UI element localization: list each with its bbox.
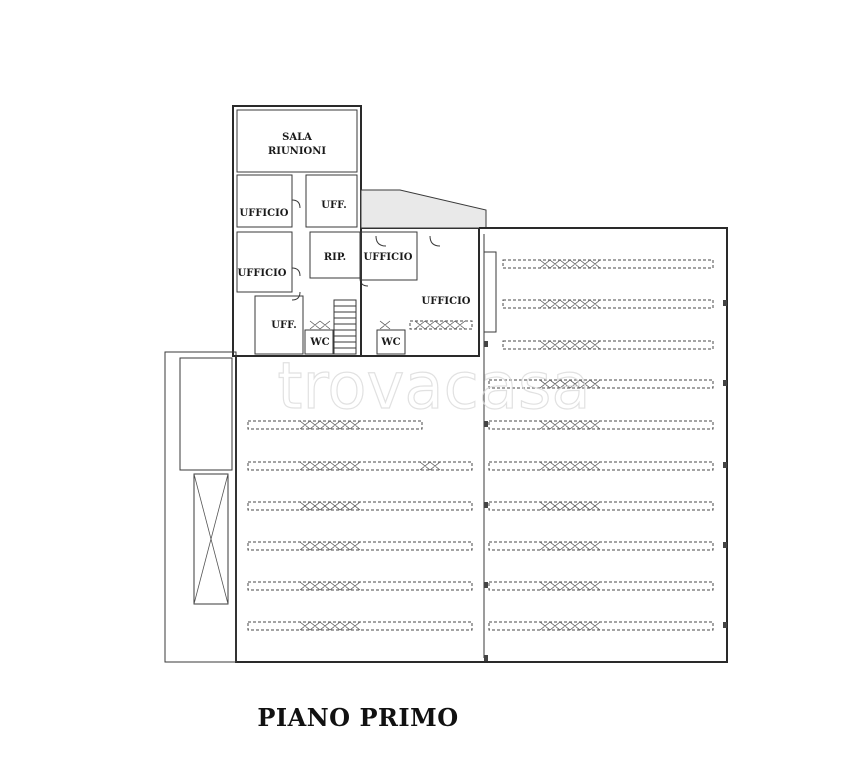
x-bracing — [539, 501, 601, 511]
door-arc — [291, 199, 301, 209]
door-arc — [291, 267, 301, 277]
x-bracing — [309, 320, 466, 330]
label-wc-right: WC — [380, 337, 400, 348]
sala-riunioni-room — [236, 109, 358, 173]
label-uff-top-right: UFF. — [321, 200, 346, 211]
x-bracing — [539, 259, 601, 269]
label-rip: RIP. — [324, 252, 346, 263]
x-bracing — [299, 461, 441, 471]
wc-right-room — [376, 329, 406, 355]
storage-racks — [247, 259, 727, 661]
office-extension — [360, 189, 497, 357]
uff-bottom-room — [254, 295, 304, 355]
x-bracing — [299, 621, 361, 631]
x-bracing — [539, 581, 601, 591]
door-arc — [375, 235, 387, 247]
x-bracing — [539, 340, 601, 350]
freight-lift — [193, 473, 229, 605]
rack-row — [247, 541, 473, 551]
ufficio-mid-right-room — [360, 231, 418, 281]
label-ufficio-top-left: UFFICIO — [240, 208, 289, 219]
ufficio-large-room — [360, 227, 480, 357]
label-uff-bottom: UFF. — [271, 320, 296, 331]
label-ufficio-mid-right: UFFICIO — [364, 252, 413, 263]
column-markers — [484, 300, 727, 661]
warehouse-outline — [235, 227, 728, 663]
x-bracing — [299, 581, 361, 591]
rack-row — [409, 320, 473, 330]
x-bracing — [539, 379, 601, 389]
rack-row — [488, 541, 714, 551]
rack-row — [247, 581, 473, 591]
office-block — [232, 105, 406, 357]
ufficio-mid-left-room — [236, 231, 293, 293]
rack-row — [247, 420, 423, 430]
watermark: trovacasa — [277, 350, 590, 424]
annex-platform — [179, 357, 233, 471]
label-sala-riunioni-line1: SALA — [282, 132, 312, 143]
rack-row — [488, 621, 714, 631]
room-labels: SALA RIUNIONI UFFICIO UFF. UFFICIO RIP. … — [238, 132, 471, 348]
ufficio-top-left-room — [236, 174, 293, 228]
rack-row — [488, 420, 714, 430]
door-arc — [291, 291, 301, 301]
rack-row — [488, 581, 714, 591]
rack-row — [247, 501, 473, 511]
x-bracing — [539, 541, 601, 551]
x-bracing — [299, 501, 361, 511]
x-bracing — [539, 461, 601, 471]
loading-annex — [164, 351, 237, 663]
rack-row — [502, 340, 714, 350]
rack-row — [488, 379, 714, 389]
label-ufficio-mid-left: UFFICIO — [238, 268, 287, 279]
wc-left-room — [304, 329, 334, 355]
label-sala-riunioni-line2: RIUNIONI — [268, 146, 326, 157]
x-bracing — [539, 299, 601, 309]
label-ufficio-large: UFFICIO — [422, 296, 471, 307]
rack-row — [502, 299, 714, 309]
x-bracing — [299, 541, 361, 551]
canopy-roof — [360, 189, 487, 229]
rack-row — [247, 621, 473, 631]
page-title: PIANO PRIMO — [257, 703, 458, 732]
x-bracing — [539, 420, 601, 430]
staircase — [333, 299, 357, 355]
rack-row — [502, 259, 714, 269]
rack-row — [488, 461, 714, 471]
side-stair — [483, 251, 497, 333]
x-bracing — [539, 621, 601, 631]
uff-top-right-room — [305, 174, 358, 228]
rack-row — [488, 501, 714, 511]
label-wc-left: WC — [309, 337, 329, 348]
x-bracing — [299, 420, 361, 430]
warehouse — [164, 227, 728, 663]
door-arc — [429, 235, 441, 247]
